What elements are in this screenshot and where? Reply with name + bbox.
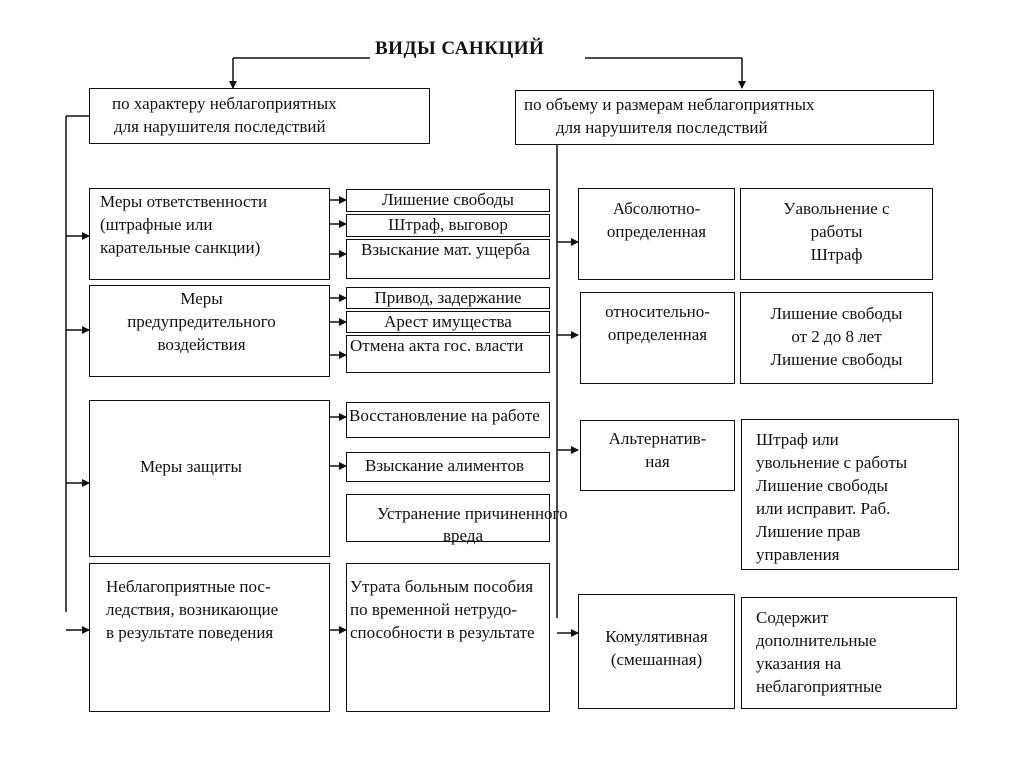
item-reinstatement-text: Восстановление на работе	[349, 406, 540, 425]
item-reinstatement: Восстановление на работе	[346, 402, 550, 438]
example-relative-line-2: от 2 до 8 лет	[791, 327, 882, 346]
consequences-line-1: Неблагоприятные пос-	[106, 577, 271, 596]
type-alternative-box: Альтернатив- ная	[580, 420, 735, 491]
example-cumulative-box: Содержит дополнительные указания на небл…	[741, 597, 957, 709]
preventive-line-2: предупредительного	[127, 312, 276, 331]
item-harm-line-2: вреда	[442, 526, 484, 545]
example-alternative-line-3: Лишение свободы	[756, 476, 888, 495]
cumulative-line-2: (смешанная)	[610, 650, 703, 669]
category-preventive-box: Меры предупредительного воздействия	[89, 285, 330, 377]
top-right-line-2: для нарушителя последствий	[556, 118, 768, 137]
top-left-criterion-box: по характеру неблагоприятных для нарушит…	[89, 88, 430, 144]
category-responsibility-box: Меры ответственности (штрафные или карат…	[89, 188, 330, 280]
item-arrest-text: Арест имущества	[384, 312, 512, 331]
example-absolute-line-1: Уавольнение с	[783, 199, 890, 218]
item-damage-recovery: Взыскание мат. ущерба	[346, 239, 550, 279]
example-relative-line-1: Лишение свободы	[770, 304, 903, 323]
item-act-cancellation: Отмена акта гос. власти	[346, 335, 550, 373]
example-relative-box: Лишение свободы от 2 до 8 лет Лишение св…	[740, 292, 933, 384]
example-absolute-line-2: работы	[810, 222, 863, 241]
responsibility-line-1: Меры ответственности	[100, 192, 268, 211]
example-cumulative-line-1: Содержит	[756, 608, 829, 627]
category-protection-box: Меры защиты	[89, 400, 330, 557]
top-left-line-1: по характеру неблагоприятных	[112, 94, 337, 113]
alternative-line-2: ная	[645, 452, 670, 471]
preventive-line-1: Меры	[180, 289, 223, 308]
example-alternative-line-1: Штраф или	[756, 430, 839, 449]
top-left-line-2: для нарушителя последствий	[114, 117, 326, 136]
example-alternative-line-5: Лишение прав	[756, 522, 861, 541]
item-deprivation-text: Лишение свободы	[382, 190, 514, 209]
responsibility-line-2: (штрафные или	[100, 215, 213, 234]
protection-line-1: Меры защиты	[140, 457, 242, 476]
item-deprivation-of-liberty: Лишение свободы	[346, 189, 550, 212]
example-cumulative-line-4: неблагоприятные	[756, 677, 882, 696]
type-relative-box: относительно- определенная	[580, 292, 735, 384]
example-relative-line-3: Лишение свободы	[770, 350, 903, 369]
item-fine-reprimand: Штраф, выговор	[346, 214, 550, 237]
item-harm-elimination: Устранение причиненного вреда	[346, 494, 568, 545]
top-right-line-1: по объему и размерам неблагоприятных	[524, 95, 815, 114]
item-harm-line-1: Устранение причиненного	[377, 504, 568, 523]
consequences-line-2: ледствия, возникающие	[106, 600, 279, 619]
item-property-arrest: Арест имущества	[346, 311, 550, 333]
item-benefit-line-3: способности в результате	[350, 623, 535, 642]
consequences-line-3: в результате поведения	[106, 623, 274, 642]
type-absolute-box: Абсолютно- определенная	[578, 188, 735, 280]
absolute-line-1: Абсолютно-	[612, 199, 701, 218]
item-detention: Привод, задержание	[346, 287, 550, 309]
item-fine-text: Штраф, выговор	[388, 215, 508, 234]
category-consequences-box: Неблагоприятные пос- ледствия, возникающ…	[89, 563, 330, 712]
item-detention-text: Привод, задержание	[374, 288, 522, 307]
example-alternative-line-6: управления	[756, 545, 840, 564]
top-right-criterion-box: по объему и размерам неблагоприятных для…	[515, 90, 934, 145]
example-cumulative-line-3: указания на	[756, 654, 842, 673]
example-alternative-line-2: увольнение с работы	[756, 453, 908, 472]
example-alternative-line-4: или исправит. Раб.	[756, 499, 891, 518]
item-benefit-loss: Утрата больным пособия по временной нетр…	[346, 563, 550, 712]
item-damage-text: Взыскание мат. ущерба	[361, 240, 530, 259]
item-cancellation-text: Отмена акта гос. власти	[350, 336, 524, 355]
example-absolute-line-3: Штраф	[810, 245, 863, 264]
type-cumulative-box: Комулятивная (смешанная)	[578, 594, 735, 709]
absolute-line-2: определенная	[606, 222, 707, 241]
responsibility-line-3: карательные санкции)	[100, 238, 261, 257]
example-absolute-box: Уавольнение с работы Штраф	[740, 188, 933, 280]
item-alimony: Взыскание алиментов	[346, 452, 550, 482]
diagram-title: ВИДЫ САНКЦИЙ	[375, 38, 545, 59]
preventive-line-3: воздействия	[157, 335, 246, 354]
item-benefit-line-1: Утрата больным пособия	[350, 577, 534, 596]
relative-line-1: относительно-	[605, 302, 710, 321]
cumulative-line-1: Комулятивная	[605, 627, 708, 646]
item-benefit-line-2: по временной нетрудо-	[350, 600, 518, 619]
item-alimony-text: Взыскание алиментов	[365, 456, 524, 475]
relative-line-2: определенная	[607, 325, 708, 344]
example-cumulative-line-2: дополнительные	[756, 631, 877, 650]
alternative-line-1: Альтернатив-	[608, 429, 707, 448]
example-alternative-box: Штраф или увольнение с работы Лишение св…	[741, 419, 959, 570]
